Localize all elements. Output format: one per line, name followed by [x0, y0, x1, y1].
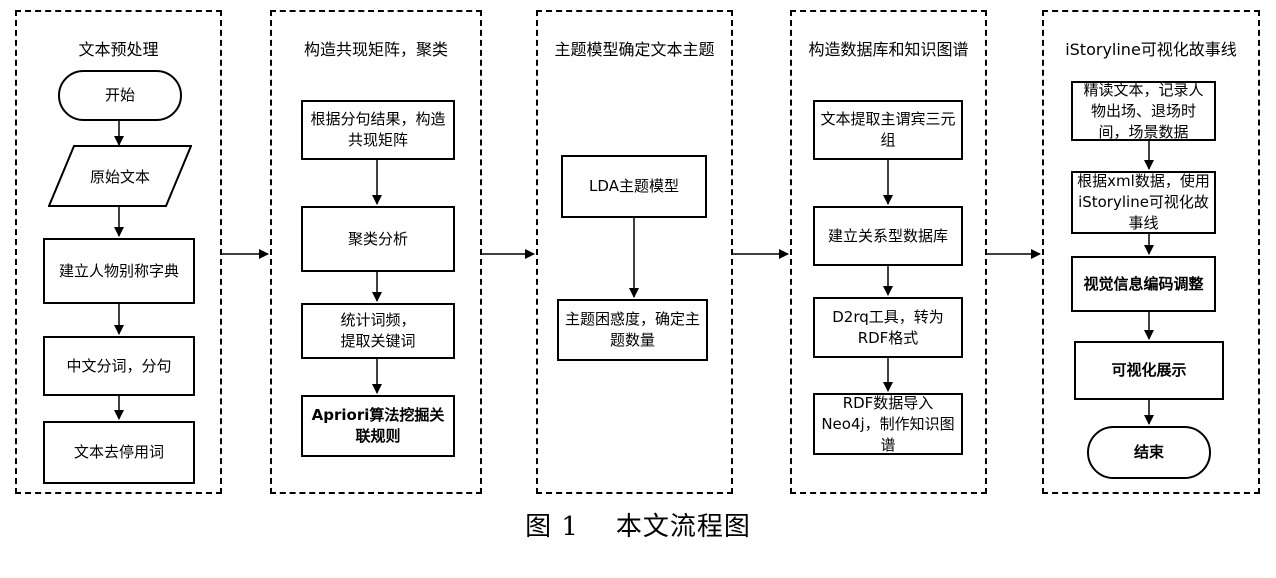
neo4j-knowledge-graph-box: RDF数据导入Neo4j，制作知识图谱 [813, 393, 963, 455]
end-terminal: 结束 [1087, 426, 1211, 479]
extract-triples-box: 文本提取主谓宾三元组 [813, 100, 963, 160]
visual-encoding-box: 视觉信息编码调整 [1071, 256, 1216, 312]
d2rq-rdf-box: D2rq工具，转为RDF格式 [813, 297, 963, 358]
panel-title-preprocessing: 文本预处理 [78, 40, 159, 59]
panel-preprocessing [15, 10, 222, 494]
lda-topic-model-box: LDA主题模型 [561, 155, 707, 218]
remove-stopwords-box: 文本去停用词 [43, 421, 195, 484]
panel-title-storyline: iStoryline可视化故事线 [1065, 40, 1237, 59]
panel-topic-model [536, 10, 733, 494]
close-reading-box: 精读文本，记录人物出场、退场时间，场景数据 [1071, 81, 1216, 141]
panel-title-topic-model: 主题模型确定文本主题 [554, 40, 715, 59]
visual-display-box: 可视化展示 [1074, 341, 1224, 400]
start-terminal: 开始 [58, 70, 182, 121]
panel-storyline [1042, 10, 1260, 494]
raw-text-label: 原始文本 [89, 167, 150, 186]
raw-text-parallelogram: 原始文本 [48, 145, 192, 207]
build-alias-dictionary-box: 建立人物别称字典 [43, 238, 195, 304]
apriori-rules-box: Apriori算法挖掘关联规则 [301, 395, 455, 457]
relational-database-box: 建立关系型数据库 [813, 206, 963, 266]
figure-caption: 图 1 本文流程图 [525, 512, 751, 542]
clustering-analysis-box: 聚类分析 [301, 206, 455, 272]
panel-knowledge-graph [790, 10, 987, 494]
parallelogram-shape [48, 145, 192, 207]
topic-perplexity-box: 主题困惑度，确定主题数量 [557, 299, 708, 361]
panel-title-knowledge-graph: 构造数据库和知识图谱 [808, 40, 969, 59]
panel-cooccurrence [270, 10, 482, 494]
chinese-segmentation-box: 中文分词，分句 [43, 336, 195, 396]
xml-istoryline-box: 根据xml数据，使用iStoryline可视化故事线 [1071, 171, 1216, 234]
cooccurrence-matrix-box: 根据分句结果，构造共现矩阵 [301, 100, 455, 160]
word-frequency-box: 统计词频， 提取关键词 [301, 303, 455, 359]
panel-title-cooccurrence: 构造共现矩阵，聚类 [303, 40, 448, 59]
